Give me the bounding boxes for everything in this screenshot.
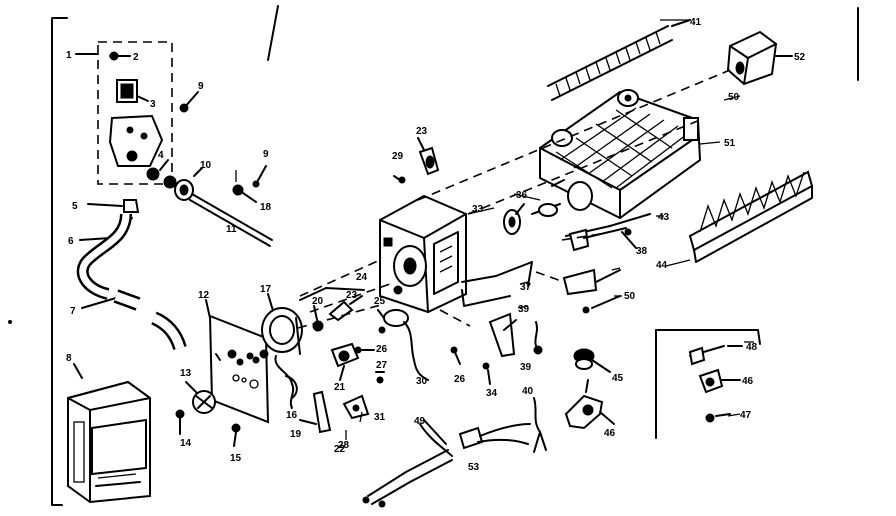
callout-16: 16 xyxy=(286,410,298,421)
callout-46: 46 xyxy=(604,428,616,439)
bracket-subassembly xyxy=(75,41,173,185)
callout-9: 9 xyxy=(198,81,204,92)
stripper-icon xyxy=(688,170,814,263)
callout-43: 43 xyxy=(658,212,670,223)
callout-48: 48 xyxy=(746,342,758,353)
callout-13: 13 xyxy=(180,368,192,379)
callout-47: 47 xyxy=(740,410,752,421)
callout-19: 19 xyxy=(290,429,302,440)
callout-30: 30 xyxy=(416,376,428,387)
ejector-blades-icon xyxy=(547,19,691,101)
callout-24: 24 xyxy=(356,272,368,283)
callout-27: 27 xyxy=(376,360,388,371)
callout-labels: 1 2 3 4 5 6 7 8 9 9 10 11 12 13 14 15 16… xyxy=(66,17,806,473)
callout-17: 17 xyxy=(260,284,272,295)
callout-31: 31 xyxy=(374,412,386,423)
mounting-screw-23 xyxy=(393,137,440,184)
callout-39b: 39 xyxy=(520,362,532,373)
callout-5: 5 xyxy=(72,201,78,212)
water-valve-parts xyxy=(163,165,273,247)
callout-41: 41 xyxy=(690,17,702,28)
callout-12: 12 xyxy=(198,290,210,301)
callout-9b: 9 xyxy=(263,149,269,160)
shutoff-arm xyxy=(461,261,533,307)
callout-23b: 23 xyxy=(346,290,358,301)
callout-3: 3 xyxy=(150,99,156,110)
callout-36: 36 xyxy=(516,190,528,201)
carton-icon xyxy=(67,363,151,504)
inset-parts xyxy=(655,329,761,439)
callout-34: 34 xyxy=(486,388,498,399)
callout-21: 21 xyxy=(334,382,346,393)
ice-mold-icon xyxy=(539,89,702,220)
callout-50: 50 xyxy=(728,92,740,103)
wire-harness-icon xyxy=(362,397,547,508)
callout-44: 44 xyxy=(656,260,668,271)
inlet-tube xyxy=(76,199,140,300)
callout-14: 14 xyxy=(180,438,192,449)
callout-53: 53 xyxy=(468,462,480,473)
callout-22: 22 xyxy=(334,444,346,455)
callout-49: 49 xyxy=(414,416,426,427)
lever-parts xyxy=(299,287,429,384)
water-valve-45 xyxy=(564,348,615,430)
callout-26b: 26 xyxy=(454,374,466,385)
callout-20: 20 xyxy=(312,296,324,307)
tube-couplings xyxy=(81,289,187,351)
callout-10: 10 xyxy=(200,160,212,171)
drive-gear-and-screws xyxy=(175,381,241,447)
callout-11: 11 xyxy=(226,224,237,235)
callout-33: 33 xyxy=(472,204,484,215)
callout-26: 26 xyxy=(376,344,388,355)
callout-40: 40 xyxy=(522,386,534,397)
callout-50b: 50 xyxy=(624,291,636,302)
fill-cup-parts xyxy=(503,203,651,314)
callout-45: 45 xyxy=(612,373,624,384)
callout-8: 8 xyxy=(66,353,72,364)
screw-9 xyxy=(179,91,199,113)
mounting-plate xyxy=(205,299,270,424)
callout-28: 28 xyxy=(338,440,350,451)
assembly-lines xyxy=(297,69,731,329)
callout-2: 2 xyxy=(133,52,139,63)
callout-6: 6 xyxy=(68,236,74,247)
bracket-52 xyxy=(726,30,793,86)
callout-29: 29 xyxy=(392,151,404,162)
callout-39: 39 xyxy=(518,304,530,315)
callout-1: 1 xyxy=(66,50,72,61)
diagram-frame xyxy=(8,5,859,506)
callout-18: 18 xyxy=(260,202,272,213)
small-hardware xyxy=(450,312,543,385)
callout-15: 15 xyxy=(230,453,242,464)
callout-37: 37 xyxy=(520,282,532,293)
thermostat-parts xyxy=(330,342,375,420)
callout-46b: 46 xyxy=(742,376,754,387)
callout-4: 4 xyxy=(158,150,164,161)
module-housing-icon xyxy=(379,194,467,314)
callout-23: 23 xyxy=(416,126,428,137)
motor-icon xyxy=(259,293,303,409)
leader-lines xyxy=(235,19,754,440)
callout-38: 38 xyxy=(636,246,648,257)
callout-7: 7 xyxy=(70,306,76,317)
callout-52: 52 xyxy=(794,52,806,63)
switch-parts xyxy=(285,305,332,434)
callout-51: 51 xyxy=(724,138,736,149)
callout-25: 25 xyxy=(374,296,386,307)
